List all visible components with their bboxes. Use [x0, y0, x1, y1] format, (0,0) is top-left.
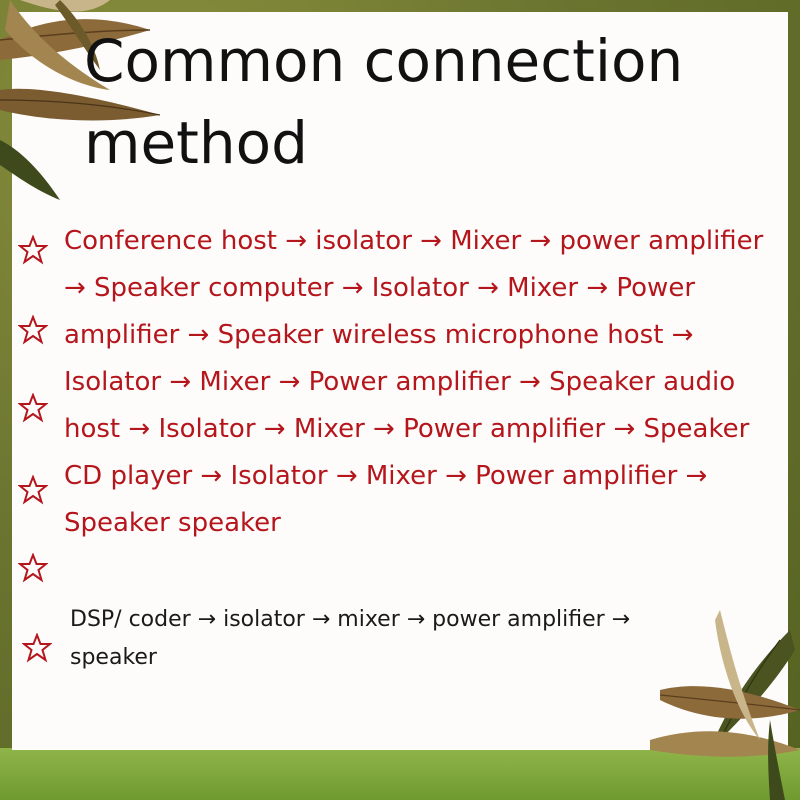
connection-methods-text: Conference host → isolator → Mixer → pow…: [64, 226, 764, 538]
star-outline-icon: [18, 393, 48, 423]
leaf-decoration-icon: [0, 0, 161, 200]
content-panel: [12, 12, 788, 750]
bottom-green-band: [0, 748, 800, 800]
star-outline-icon: [22, 633, 52, 663]
page-title: Common connection method: [84, 27, 684, 177]
dsp-connection-text: DSP/ coder → isolator → mixer → power am…: [70, 607, 631, 670]
star-outline-icon: [18, 315, 48, 345]
star-outline-icon: [18, 235, 48, 265]
leaf-decoration-icon: [650, 610, 800, 800]
star-outline-icon: [18, 553, 48, 583]
star-outline-icon: [18, 475, 48, 505]
